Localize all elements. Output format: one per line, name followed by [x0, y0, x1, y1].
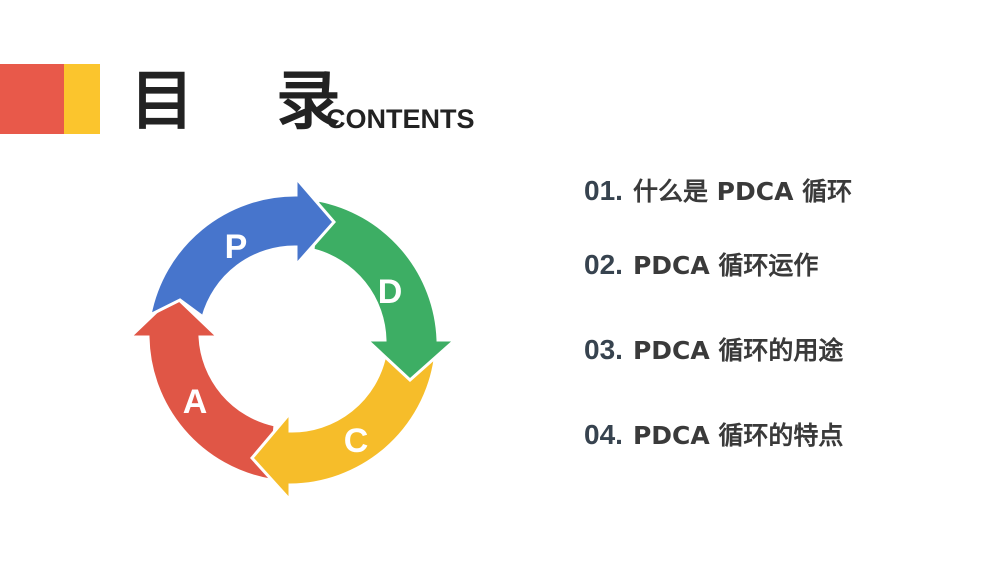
cycle-letter-c: C: [344, 422, 369, 460]
cycle-segment-d: D: [311, 198, 459, 383]
toc-item-3[interactable]: 03. PDCA 循环的用途: [584, 332, 843, 369]
cycle-segment-p: P: [147, 173, 336, 320]
cycle-letter-d: D: [378, 273, 403, 311]
toc-item-1[interactable]: 01. 什么是 PDCA 循环: [584, 173, 852, 210]
cycle-segment-a: A: [126, 292, 277, 482]
toc-item-number: 02.: [584, 249, 623, 280]
toc-item-label: PDCA 循环运作: [632, 251, 819, 280]
toc-item-label: PDCA 循环的用途: [632, 336, 844, 365]
toc-item-4[interactable]: 04. PDCA 循环的特点: [584, 417, 843, 454]
page-title: 目 录: [130, 65, 371, 139]
page-subtitle: CONTENTS: [326, 104, 475, 134]
toc-item-number: 03.: [584, 334, 623, 365]
accent-bar-yellow: [64, 64, 100, 134]
cycle-letter-a: A: [183, 383, 208, 421]
accent-bar-red: [0, 64, 64, 134]
cycle-segment-c: C: [250, 353, 437, 504]
cycle-letter-p: P: [225, 228, 248, 266]
toc-item-label: 什么是 PDCA 循环: [632, 177, 853, 206]
toc-item-2[interactable]: 02. PDCA 循环运作: [584, 247, 818, 284]
toc-item-number: 04.: [584, 419, 623, 450]
pdca-cycle-diagram: A C D P: [126, 173, 459, 504]
toc-item-number: 01.: [584, 175, 623, 206]
toc-item-label: PDCA 循环的特点: [632, 421, 844, 450]
